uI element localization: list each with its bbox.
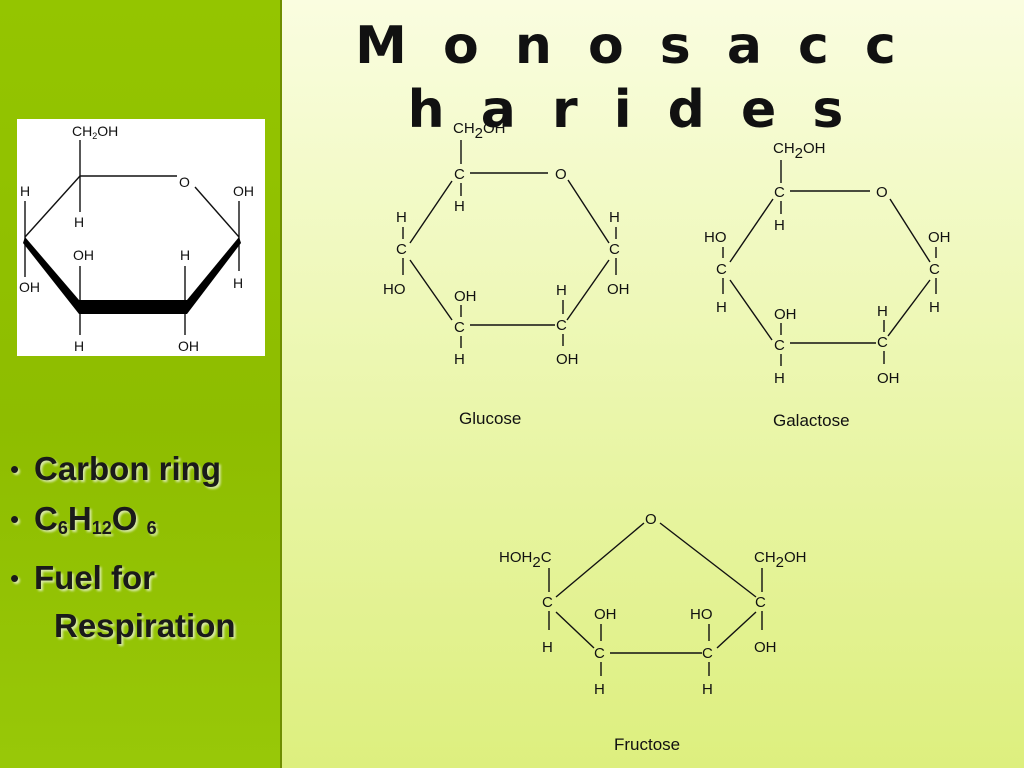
fructose-hoh2c-label: HOH2C [499,549,552,571]
chair-oh-label: OH [178,338,199,354]
chair-h-label: H [233,275,243,291]
sidebar-panel: CH2OH O H H OH OH H [0,0,282,768]
galactose-name-label: Galactose [773,411,850,430]
fructose-c-label: C [755,594,766,611]
fructose-h-label: H [702,681,713,698]
formula-c-subscript: 6 [57,518,68,538]
formula-h-subscript: 12 [91,518,112,538]
galactose-h-label: H [774,370,785,387]
glucose-oh-label: OH [607,281,630,298]
fructose-name-label: Fructose [614,735,680,754]
glucose-h-label: H [396,209,407,226]
galactose-oh-label: OH [877,370,900,387]
glucose-ho-label: HO [383,281,406,298]
galactose-ring-oxygen: O [876,184,888,201]
slide-title: M o n o s a c c h a r i d e s [355,16,905,140]
bullet-fuel: • Fuel for Respiration [8,553,236,649]
galactose-c-label: C [774,337,785,354]
galactose-structure: CH2OH C H O HO C H OH C H OH C H H C OH … [704,140,951,430]
galactose-oh-label: OH [774,306,797,323]
glucose-oh-label: OH [454,288,477,305]
glucose-ring-oxygen: O [555,166,567,183]
chair-conformation-diagram: CH2OH O H H OH OH H [17,119,265,356]
galactose-h-label: H [929,299,940,316]
galactose-c1-label: C [774,184,785,201]
glucose-h-label: H [454,351,465,368]
galactose-h-label: H [716,299,727,316]
fructose-structure: O HOH2C C H CH2OH C OH OH C H HO C H Fru… [499,511,807,754]
bullet-text: Fuel for [34,559,155,596]
chair-ring-oxygen: O [179,174,190,190]
chair-oh-label: OH [19,279,40,295]
galactose-ho-label: HO [704,229,727,246]
fructose-oh-label: OH [754,639,777,656]
bullet-list: • Carbon ring • C6H12O 6 • Fuel for Resp… [8,444,236,649]
bullet-formula: • C6H12O 6 [8,494,236,553]
glucose-h-label: H [556,282,567,299]
fructose-h-label: H [594,681,605,698]
glucose-c-label: C [609,241,620,258]
glucose-c-label: C [454,319,465,336]
bullet-glyph: • [10,504,20,534]
chair-ch2oh-label: CH2OH [72,123,118,141]
fructose-ho-label: HO [690,606,713,623]
chair-h-label: H [20,183,30,199]
fructose-c-label: C [542,594,553,611]
fructose-c-label: C [594,645,605,662]
formula-c: C [34,500,58,537]
fructose-h-label: H [542,639,553,656]
galactose-c-label: C [929,261,940,278]
galactose-c-label: C [877,334,888,351]
glucose-h-label: H [454,198,465,215]
galactose-ch2oh-label: CH2OH [773,140,826,162]
formula-o-subscript: 6 [146,518,157,538]
chair-h-label: H [74,338,84,354]
galactose-c-label: C [716,261,727,278]
bullet-text-continuation: Respiration [54,607,236,644]
content-panel [282,0,1024,768]
formula-h: H [67,500,92,537]
glucose-c-label: C [396,241,407,258]
fructose-ch2oh-label: CH2OH [754,549,807,571]
bullet-text: Carbon ring [34,450,221,487]
chair-h-label: H [74,214,84,230]
galactose-h-label: H [774,217,785,234]
chair-oh-label: OH [73,247,94,263]
glucose-c-label: C [556,317,567,334]
glucose-ch2oh-label: CH2OH [453,120,506,142]
glucose-name-label: Glucose [459,409,521,428]
formula-o: O [111,500,138,537]
glucose-oh-label: OH [556,351,579,368]
glucose-h-label: H [609,209,620,226]
bullet-carbon-ring: • Carbon ring [8,444,236,494]
bullet-glyph: • [10,454,20,484]
fructose-ring-oxygen: O [645,511,657,528]
bullet-glyph: • [10,563,20,593]
galactose-h-label: H [877,303,888,320]
chair-h-label: H [180,247,190,263]
fructose-oh-label: OH [594,606,617,623]
galactose-oh-label: OH [928,229,951,246]
fructose-c-label: C [702,645,713,662]
chair-oh-label: OH [233,183,254,199]
glucose-c1-label: C [454,166,465,183]
glucose-structure: CH2OH C H O H C HO H C OH OH C H H C OH … [383,120,630,428]
